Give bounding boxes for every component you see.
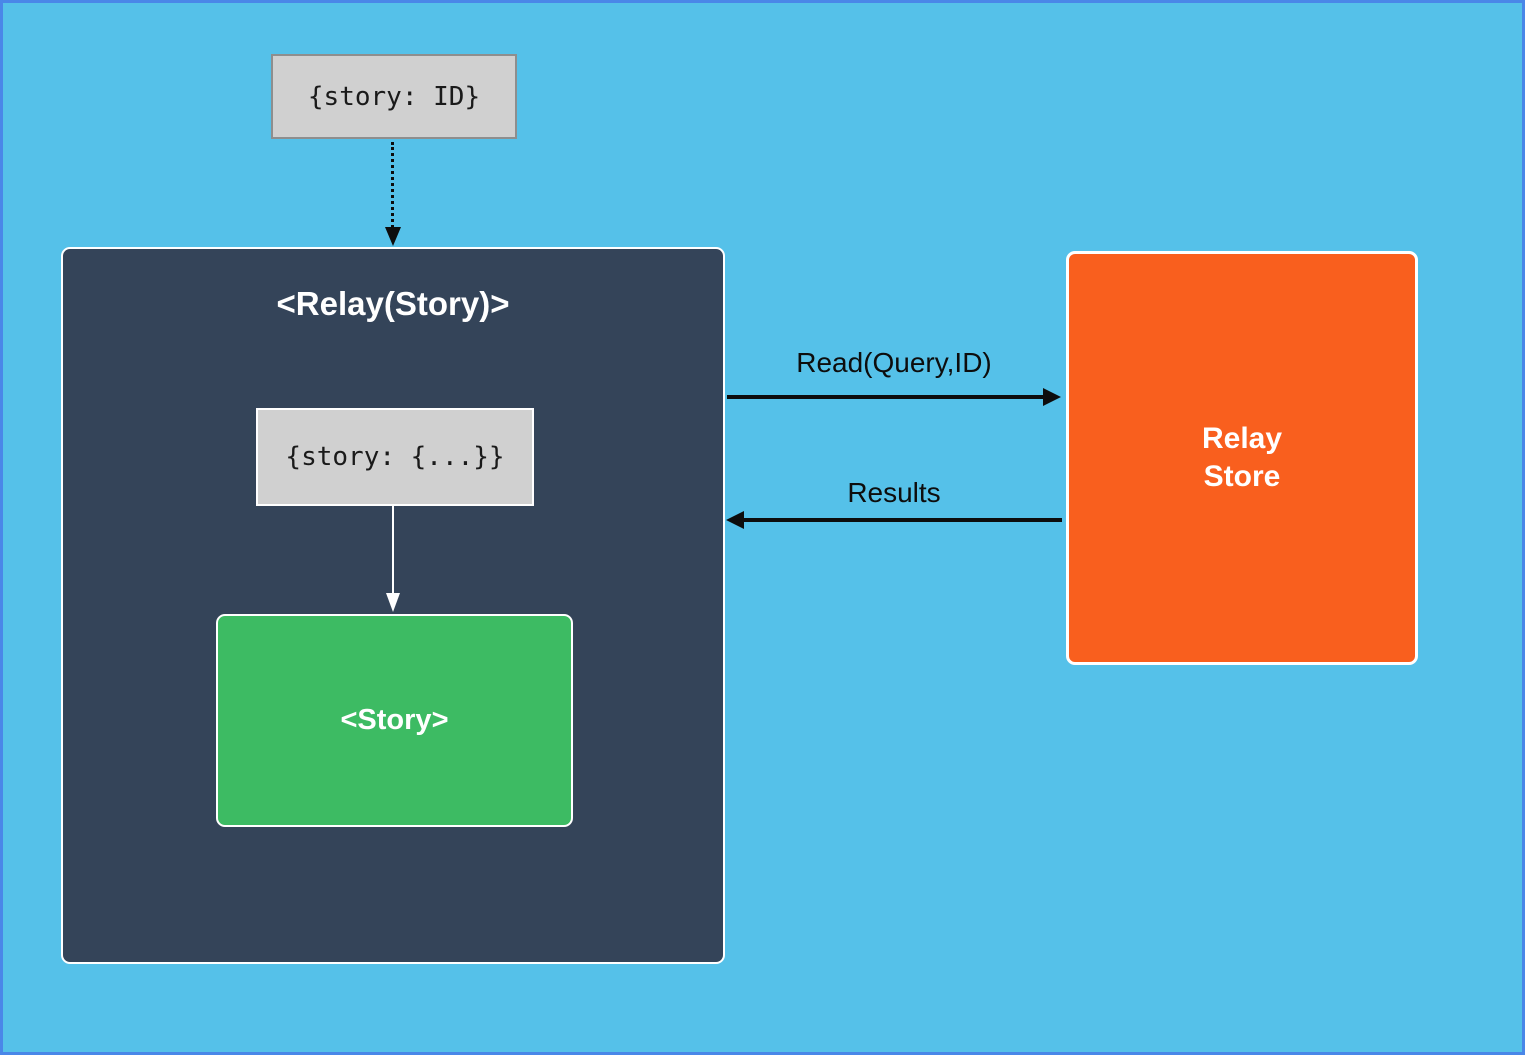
results-edge-label: Results: [847, 477, 941, 508]
query-to-relay-arrowhead-icon: [385, 227, 401, 246]
read-edge-label: Read(Query,ID): [796, 347, 992, 378]
query-input-node: {story: ID}: [271, 54, 517, 139]
query-to-relay-arrow-line: [391, 142, 394, 228]
read-arrow-line: [727, 395, 1044, 399]
results-arrowhead-icon: [726, 511, 744, 529]
query-data-label: {story: {...}}: [285, 442, 505, 472]
story-component-label: <Story>: [340, 704, 449, 736]
data-to-story-arrowhead-icon: [386, 593, 400, 612]
relay-store-label-line2: Store: [1203, 460, 1281, 493]
relay-store-label-line1: Relay: [1201, 422, 1283, 455]
read-arrowhead-icon: [1043, 388, 1061, 406]
results-arrow-line: [744, 518, 1062, 522]
query-data-node: {story: {...}}: [256, 408, 534, 506]
relay-store-node: Relay Store: [1066, 251, 1418, 665]
relay-component-node: <Relay(Story)> {story: {...}} <Story>: [61, 247, 725, 964]
story-component-node: <Story>: [216, 614, 573, 827]
query-input-label: {story: ID}: [307, 81, 481, 112]
data-to-story-arrow-line: [392, 506, 394, 595]
relay-component-title: <Relay(Story)>: [276, 285, 510, 322]
